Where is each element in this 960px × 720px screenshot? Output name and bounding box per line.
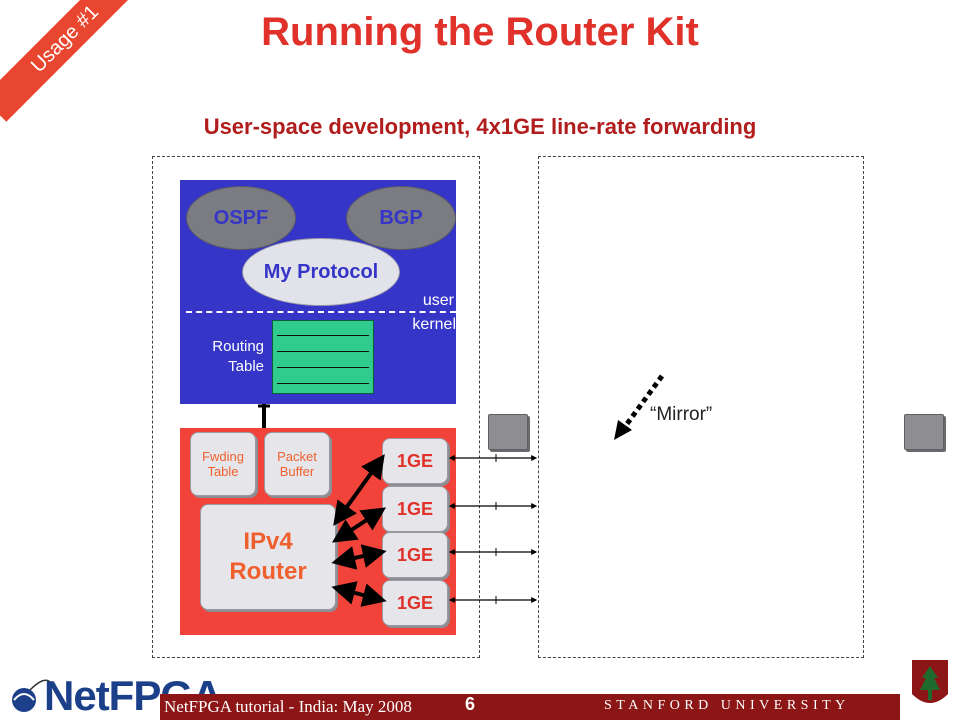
- slide-title: Running the Router Kit: [261, 10, 699, 54]
- user-kernel-separator: [186, 311, 456, 313]
- footer-bar: [160, 694, 900, 720]
- user-label: user: [422, 292, 454, 309]
- fwding-line2: Table: [207, 464, 239, 479]
- routing-table-label-line1: Routing: [212, 338, 264, 355]
- stanford-logo-mark: [912, 660, 948, 703]
- right-gray-square: [904, 414, 944, 450]
- page-number: 6: [465, 694, 476, 714]
- routing-table-label: Routing Table: [188, 337, 264, 377]
- ge-port-4: 1GE: [382, 580, 448, 626]
- router-port3-arrow: [331, 544, 387, 570]
- router-port2-arrow: [331, 507, 387, 543]
- routing-table-icon: [272, 320, 374, 394]
- router-line1: IPv4: [243, 528, 293, 555]
- slide-subtitle: User-space development, 4x1GE line-rate …: [203, 114, 757, 139]
- kernel-label: kernel: [412, 316, 456, 333]
- router-line2: Router: [229, 558, 307, 585]
- bgp-oval: BGP: [346, 186, 456, 250]
- left-gray-square: [488, 414, 528, 450]
- my-protocol-oval: My Protocol: [242, 238, 400, 306]
- right-host-box: [538, 156, 864, 658]
- fwding-line1: Fwding: [202, 449, 244, 464]
- ospf-oval: OSPF: [186, 186, 296, 250]
- packet-line1: Packet: [277, 449, 317, 464]
- mirror-label: “Mirror”: [650, 404, 713, 425]
- router-port4-arrow: [331, 581, 387, 607]
- left-host-box: [152, 156, 480, 658]
- port-link-arrows: [448, 454, 538, 604]
- ge-port-2: 1GE: [382, 486, 448, 532]
- ge-port-3: 1GE: [382, 532, 448, 578]
- stanford-university-text: STANFORD UNIVERSITY: [604, 698, 850, 713]
- mirror-arrow: [621, 374, 665, 430]
- ge-port-1: 1GE: [382, 438, 448, 484]
- netfpga-logo-mark: [12, 679, 51, 712]
- routing-table-label-line2: Table: [228, 358, 264, 375]
- footer-tutorial-text: NetFPGA tutorial - India: May 2008: [164, 697, 412, 716]
- packet-line2: Buffer: [279, 464, 315, 479]
